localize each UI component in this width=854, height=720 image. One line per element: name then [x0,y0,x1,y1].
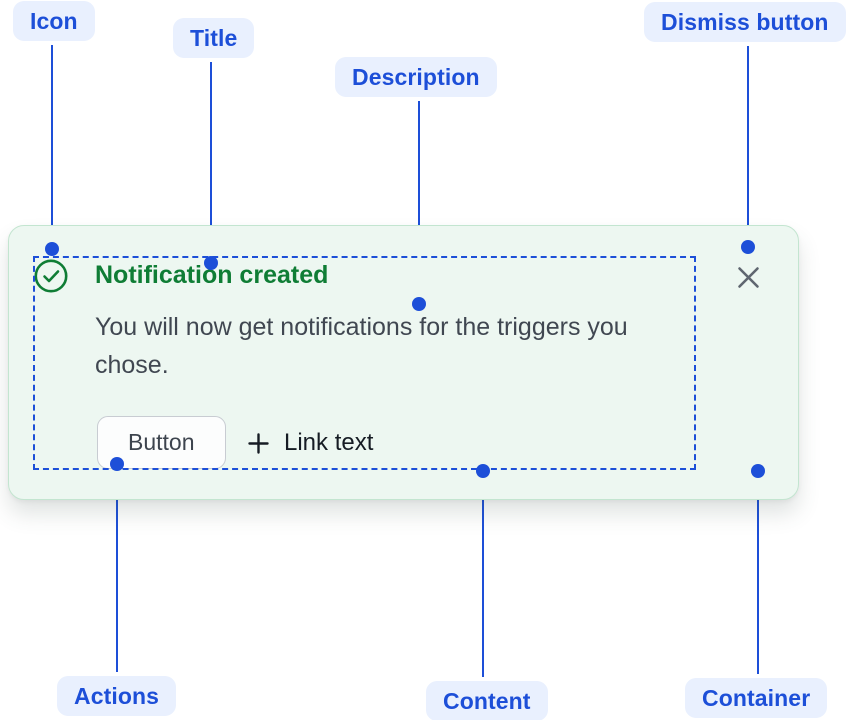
dismiss-button[interactable] [733,262,763,292]
connector-line-title [209,62,213,263]
connector-line-description [417,101,421,304]
connector-dot-title [204,256,218,270]
connector-line-container [756,471,760,674]
annotation-label-description: Description [335,57,497,97]
connector-dot-description [412,297,426,311]
connector-dot-dismiss [741,240,755,254]
connector-dot-actions [110,457,124,471]
connector-line-icon [50,45,54,249]
connector-line-dismiss [746,46,750,247]
connector-dot-icon [45,242,59,256]
connector-line-actions [115,464,119,672]
plus-icon [247,432,270,455]
annotation-label-title: Title [173,18,255,58]
toast-link[interactable]: Link text [247,429,373,457]
connector-line-content [481,471,485,677]
close-icon [735,264,762,291]
toast-link-label: Link text [284,429,374,456]
annotation-label-container: Container [685,678,828,718]
connector-dot-container [751,464,765,478]
annotation-label-content: Content [426,681,548,720]
annotation-label-actions: Actions [57,676,177,716]
connector-dot-content [476,464,490,478]
annotation-label-dismiss-button: Dismiss button [644,2,846,42]
toast-description: You will now get notifications for the t… [95,313,628,379]
check-circle-icon [34,259,68,293]
toast-action-button[interactable]: Button [97,416,226,469]
annotation-label-icon: Icon [13,1,95,41]
